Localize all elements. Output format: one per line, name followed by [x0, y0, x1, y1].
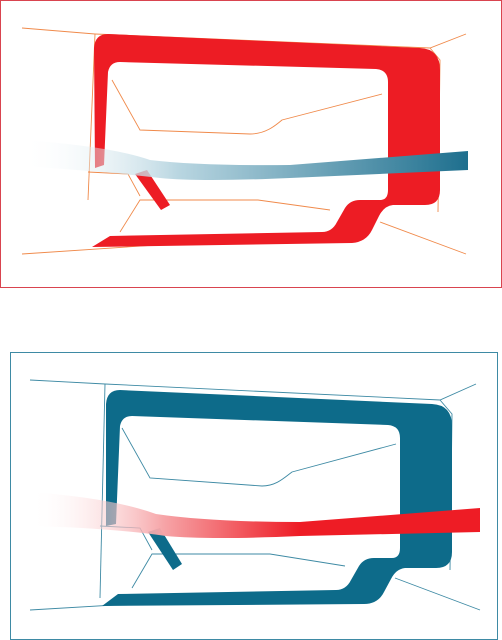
teal-loop-shape [102, 390, 452, 606]
red-diagonal-bar [135, 170, 170, 210]
ribbon-band [30, 492, 480, 538]
teal-variant-panel [10, 352, 498, 640]
teal-diagonal-bar [148, 528, 182, 570]
red-loop-shape [92, 34, 440, 247]
ribbon-band [22, 140, 468, 180]
red-variant-panel [0, 0, 502, 288]
